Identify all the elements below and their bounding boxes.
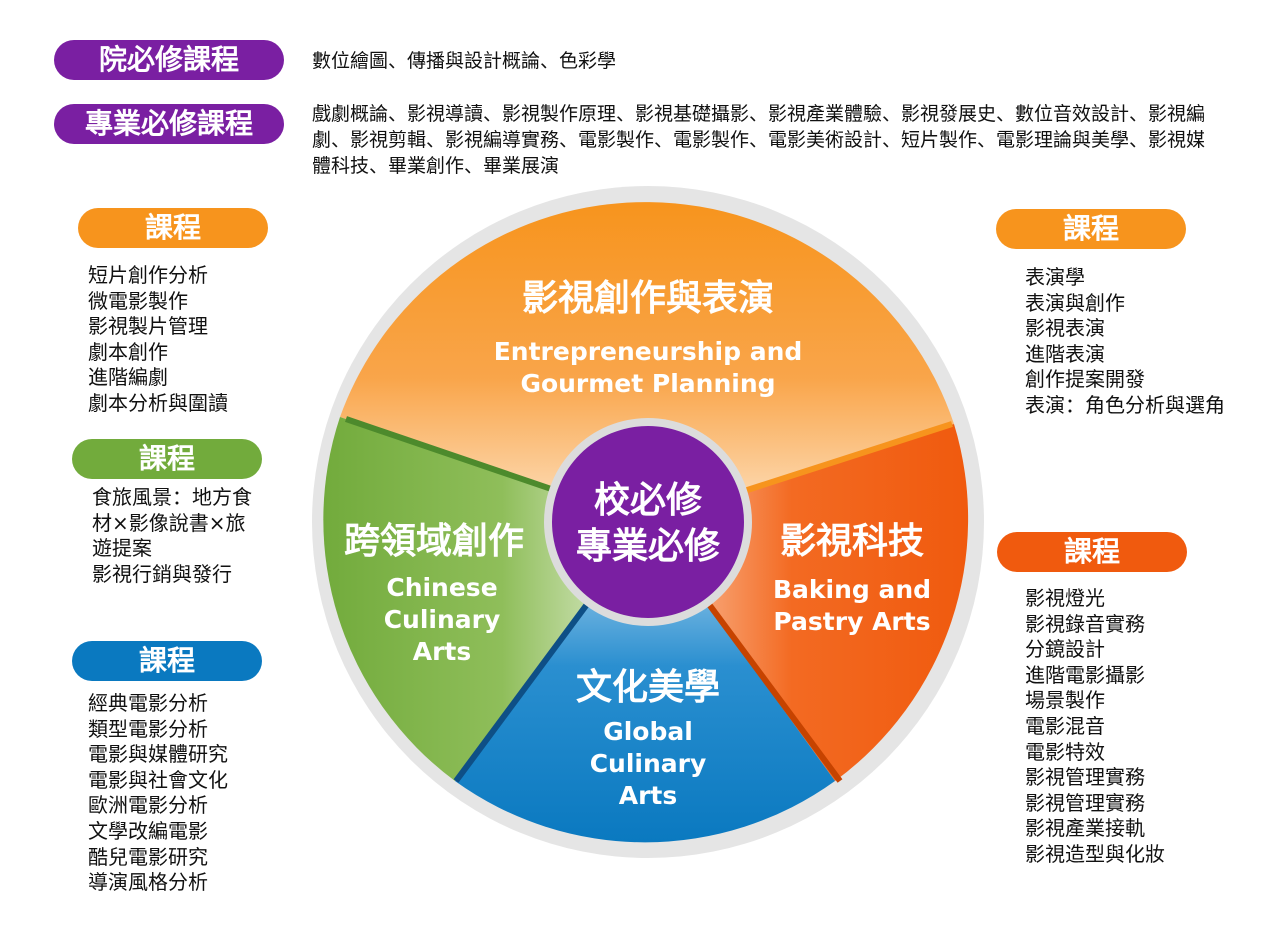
course-item: 電影混音 [1025, 713, 1105, 738]
course-item: 進階表演 [1025, 341, 1105, 366]
panel-blue-left-label: 課程 [72, 641, 262, 681]
course-item: 創作提案開發 [1025, 367, 1145, 392]
segment-right-title: 影視科技 [780, 521, 924, 562]
course-item: 電影特效 [1025, 739, 1105, 764]
course-item: 酷兒電影研究 [88, 844, 208, 869]
course-item: 影視燈光 [1025, 586, 1105, 610]
college-required-courses: 數位繪圖、傳播與設計概論、色彩學 [312, 50, 617, 72]
course-item: 影視表演 [1025, 316, 1105, 341]
course-item: 表演與創作 [1025, 290, 1125, 315]
segment-right-en2: Pastry Arts [773, 607, 930, 636]
course-item: 微電影製作 [88, 288, 188, 313]
course-item: 遊提案 [92, 536, 152, 561]
segment-top-en2: Gourmet Planning [520, 369, 775, 398]
panel-green-left-label: 課程 [72, 439, 262, 479]
course-item: 食旅風景：地方食 [92, 485, 252, 509]
segment-bottom-en2: Culinary [590, 749, 707, 778]
panel-orange-right-list: 表演學表演與創作影視表演進階表演創作提案開發表演：角色分析與選角 [1025, 265, 1225, 419]
segment-bottom-en3: Arts [619, 781, 678, 810]
segment-bottom [455, 522, 835, 843]
course-item: 影視管理實務 [1025, 790, 1145, 815]
center-line1: 校必修 [594, 480, 703, 521]
segment-top-title: 影視創作與表演 [522, 278, 774, 319]
panel-orange-right-label: 課程 [996, 209, 1186, 249]
segment-left-en3: Arts [413, 637, 472, 666]
segment-left-title: 跨領域創作 [344, 520, 524, 562]
segment-bottom-en1: Global [603, 717, 693, 746]
course-item: 表演學 [1025, 265, 1085, 289]
course-item: 影視管理實務 [1025, 765, 1145, 790]
course-item: 影視行銷與發行 [92, 561, 232, 586]
course-item: 經典電影分析 [88, 691, 208, 715]
course-item: 類型電影分析 [88, 716, 208, 741]
course-item: 影視製片管理 [88, 314, 208, 339]
panel-orange-left-label: 課程 [78, 208, 268, 248]
course-item: 場景製作 [1025, 688, 1105, 713]
segment-bottom-title: 文化美學 [576, 667, 720, 708]
course-item: 電影與社會文化 [88, 767, 228, 792]
course-item: 影視錄音實務 [1025, 611, 1145, 636]
panel-red-right-label: 課程 [997, 532, 1187, 572]
course-item: 分鏡設計 [1025, 637, 1105, 662]
course-item: 進階電影攝影 [1025, 662, 1145, 687]
major-required-label: 專業必修課程 [54, 104, 284, 144]
course-item: 進階編劇 [88, 365, 168, 390]
course-item: 電影與媒體研究 [88, 742, 228, 767]
segment-right-en1: Baking and [773, 575, 931, 604]
course-item: 歐洲電影分析 [88, 793, 208, 818]
segment-top-en1: Entrepreneurship and [494, 337, 803, 366]
major-required-courses: 戲劇概論、影視導讀、影視製作原理、影視基礎攝影、影視產業體驗、影視發展史、數位音… [312, 103, 1206, 177]
course-item: 影視造型與化妝 [1025, 841, 1165, 866]
course-item: 影視產業接軌 [1025, 816, 1145, 841]
course-item: 導演風格分析 [88, 870, 208, 895]
panel-blue-left-list: 經典電影分析類型電影分析電影與媒體研究電影與社會文化歐洲電影分析文學改編電影酷兒… [88, 691, 228, 896]
course-item: 文學改編電影 [88, 818, 208, 843]
panel-red-right-list: 影視燈光影視錄音實務分鏡設計進階電影攝影場景製作電影混音電影特效影視管理實務影視… [1025, 586, 1165, 868]
course-item: 表演：角色分析與選角 [1025, 392, 1225, 417]
course-item: 短片創作分析 [88, 263, 208, 287]
center-circle [552, 426, 744, 618]
course-item: 材×影像說書×旅 [92, 510, 246, 535]
course-item: 劇本創作 [88, 339, 168, 364]
college-required-label: 院必修課程 [54, 40, 284, 80]
segment-left-en1: Chinese [386, 573, 497, 602]
panel-orange-left-list: 短片創作分析微電影製作影視製片管理劇本創作進階編劇劇本分析與圍讀 [88, 263, 228, 417]
segment-left-en2: Culinary [384, 605, 501, 634]
course-item: 劇本分析與圍讀 [88, 390, 228, 415]
segment-top [340, 202, 954, 523]
center-line2: 專業必修 [576, 526, 721, 567]
panel-green-left-list: 食旅風景：地方食材×影像說書×旅遊提案影視行銷與發行 [92, 485, 252, 587]
